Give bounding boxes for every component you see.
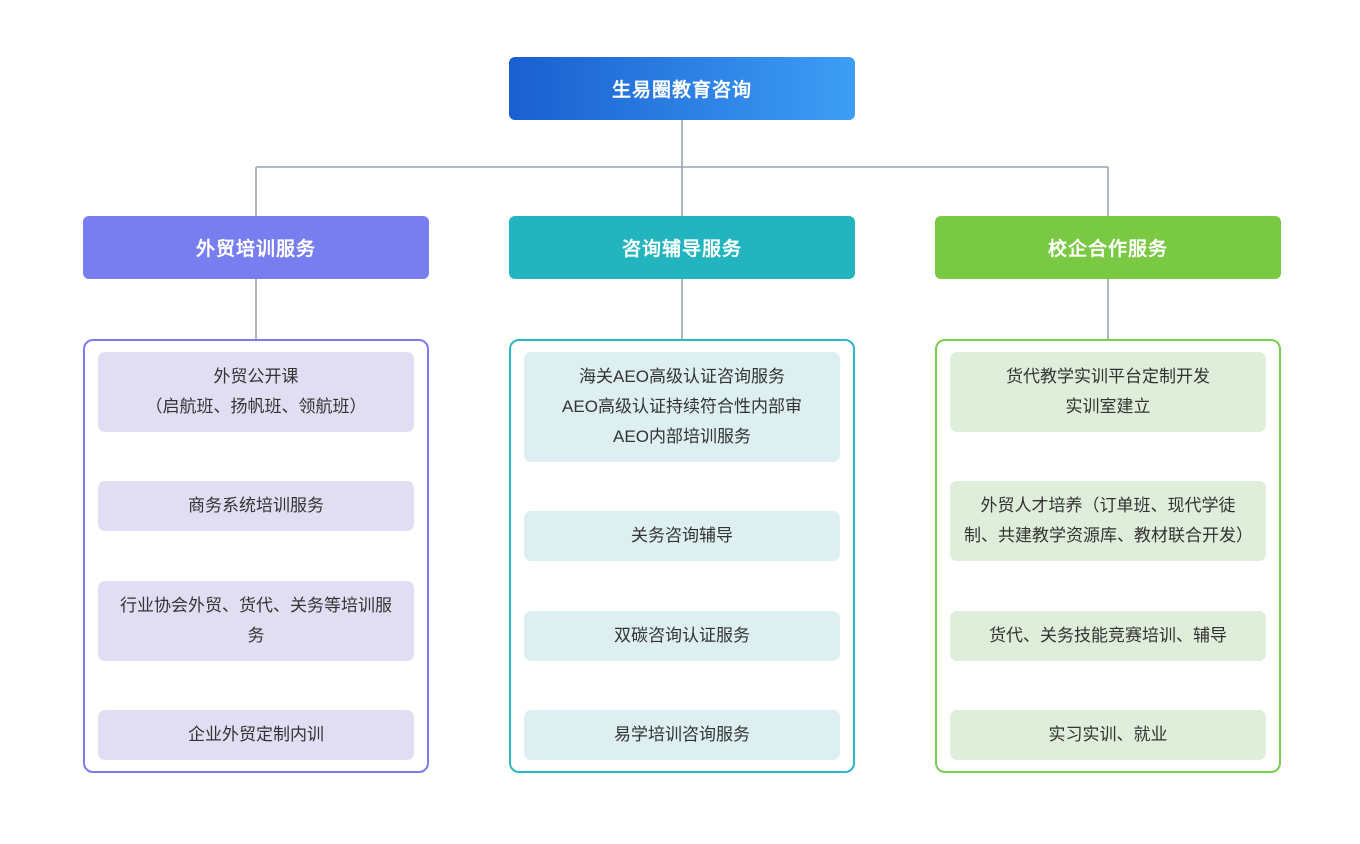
branch-column-school-enterprise-cooperation: 校企合作服务 货代教学实训平台定制开发 实训室建立 外贸人才培养（订单班、现代学… — [935, 216, 1281, 773]
service-card[interactable]: 关务咨询辅导 — [524, 511, 840, 562]
service-card[interactable]: 行业协会外贸、货代、关务等培训服务 — [98, 580, 414, 661]
service-card-label: 商务系统培训服务 — [188, 496, 324, 516]
service-card-label: 实习实训、就业 — [1048, 724, 1168, 744]
branch-header-school-enterprise-cooperation[interactable]: 校企合作服务 — [935, 216, 1281, 279]
branch-column-consulting-tutoring: 咨询辅导服务 海关AEO高级认证咨询服务 AEO高级认证持续符合性内部审 AEO… — [509, 216, 855, 773]
root-node[interactable]: 生易圈教育咨询 — [509, 57, 855, 120]
service-card-label: 外贸人才培养（订单班、现代学徒制、共建教学资源库、教材联合开发） — [964, 496, 1253, 546]
root-node-label: 生易圈教育咨询 — [611, 80, 752, 101]
service-card[interactable]: 外贸公开课 （启航班、扬帆班、领航班） — [98, 352, 414, 432]
service-card[interactable]: 货代、关务技能竞赛培训、辅导 — [950, 610, 1266, 661]
service-card-label: 货代教学实训平台定制开发 实训室建立 — [1006, 367, 1210, 416]
service-card[interactable]: 企业外贸定制内训 — [98, 709, 414, 760]
service-card[interactable]: 货代教学实训平台定制开发 实训室建立 — [950, 352, 1266, 432]
branch-column-foreign-trade-training: 外贸培训服务 外贸公开课 （启航班、扬帆班、领航班） 商务系统培训服务 行业协会… — [83, 216, 429, 773]
service-card[interactable]: 易学培训咨询服务 — [524, 709, 840, 760]
service-card[interactable]: 商务系统培训服务 — [98, 481, 414, 532]
branch-header-label: 外贸培训服务 — [195, 239, 316, 260]
service-card[interactable]: 双碳咨询认证服务 — [524, 610, 840, 661]
service-card-label: 易学培训咨询服务 — [614, 724, 750, 744]
branch-body-foreign-trade-training: 外贸公开课 （启航班、扬帆班、领航班） 商务系统培训服务 行业协会外贸、货代、关… — [83, 339, 429, 773]
service-card-label: 海关AEO高级认证咨询服务 AEO高级认证持续符合性内部审 AEO内部培训服务 — [562, 367, 802, 446]
branch-header-foreign-trade-training[interactable]: 外贸培训服务 — [83, 216, 429, 279]
service-card-label: 行业协会外贸、货代、关务等培训服务 — [120, 595, 392, 645]
branch-header-label: 校企合作服务 — [1047, 239, 1168, 260]
service-card-label: 企业外贸定制内训 — [188, 724, 324, 744]
service-card[interactable]: 海关AEO高级认证咨询服务 AEO高级认证持续符合性内部审 AEO内部培训服务 — [524, 352, 840, 462]
service-card[interactable]: 实习实训、就业 — [950, 709, 1266, 760]
branch-header-consulting-tutoring[interactable]: 咨询辅导服务 — [509, 216, 855, 279]
service-card-label: 关务咨询辅导 — [631, 526, 733, 546]
branch-header-label: 咨询辅导服务 — [621, 239, 742, 260]
service-card[interactable]: 外贸人才培养（订单班、现代学徒制、共建教学资源库、教材联合开发） — [950, 481, 1266, 562]
branch-body-consulting-tutoring: 海关AEO高级认证咨询服务 AEO高级认证持续符合性内部审 AEO内部培训服务 … — [509, 339, 855, 773]
service-card-label: 外贸公开课 （启航班、扬帆班、领航班） — [145, 367, 367, 416]
service-card-label: 双碳咨询认证服务 — [614, 625, 750, 645]
branch-body-school-enterprise-cooperation: 货代教学实训平台定制开发 实训室建立 外贸人才培养（订单班、现代学徒制、共建教学… — [935, 339, 1281, 773]
service-card-label: 货代、关务技能竞赛培训、辅导 — [989, 625, 1227, 645]
